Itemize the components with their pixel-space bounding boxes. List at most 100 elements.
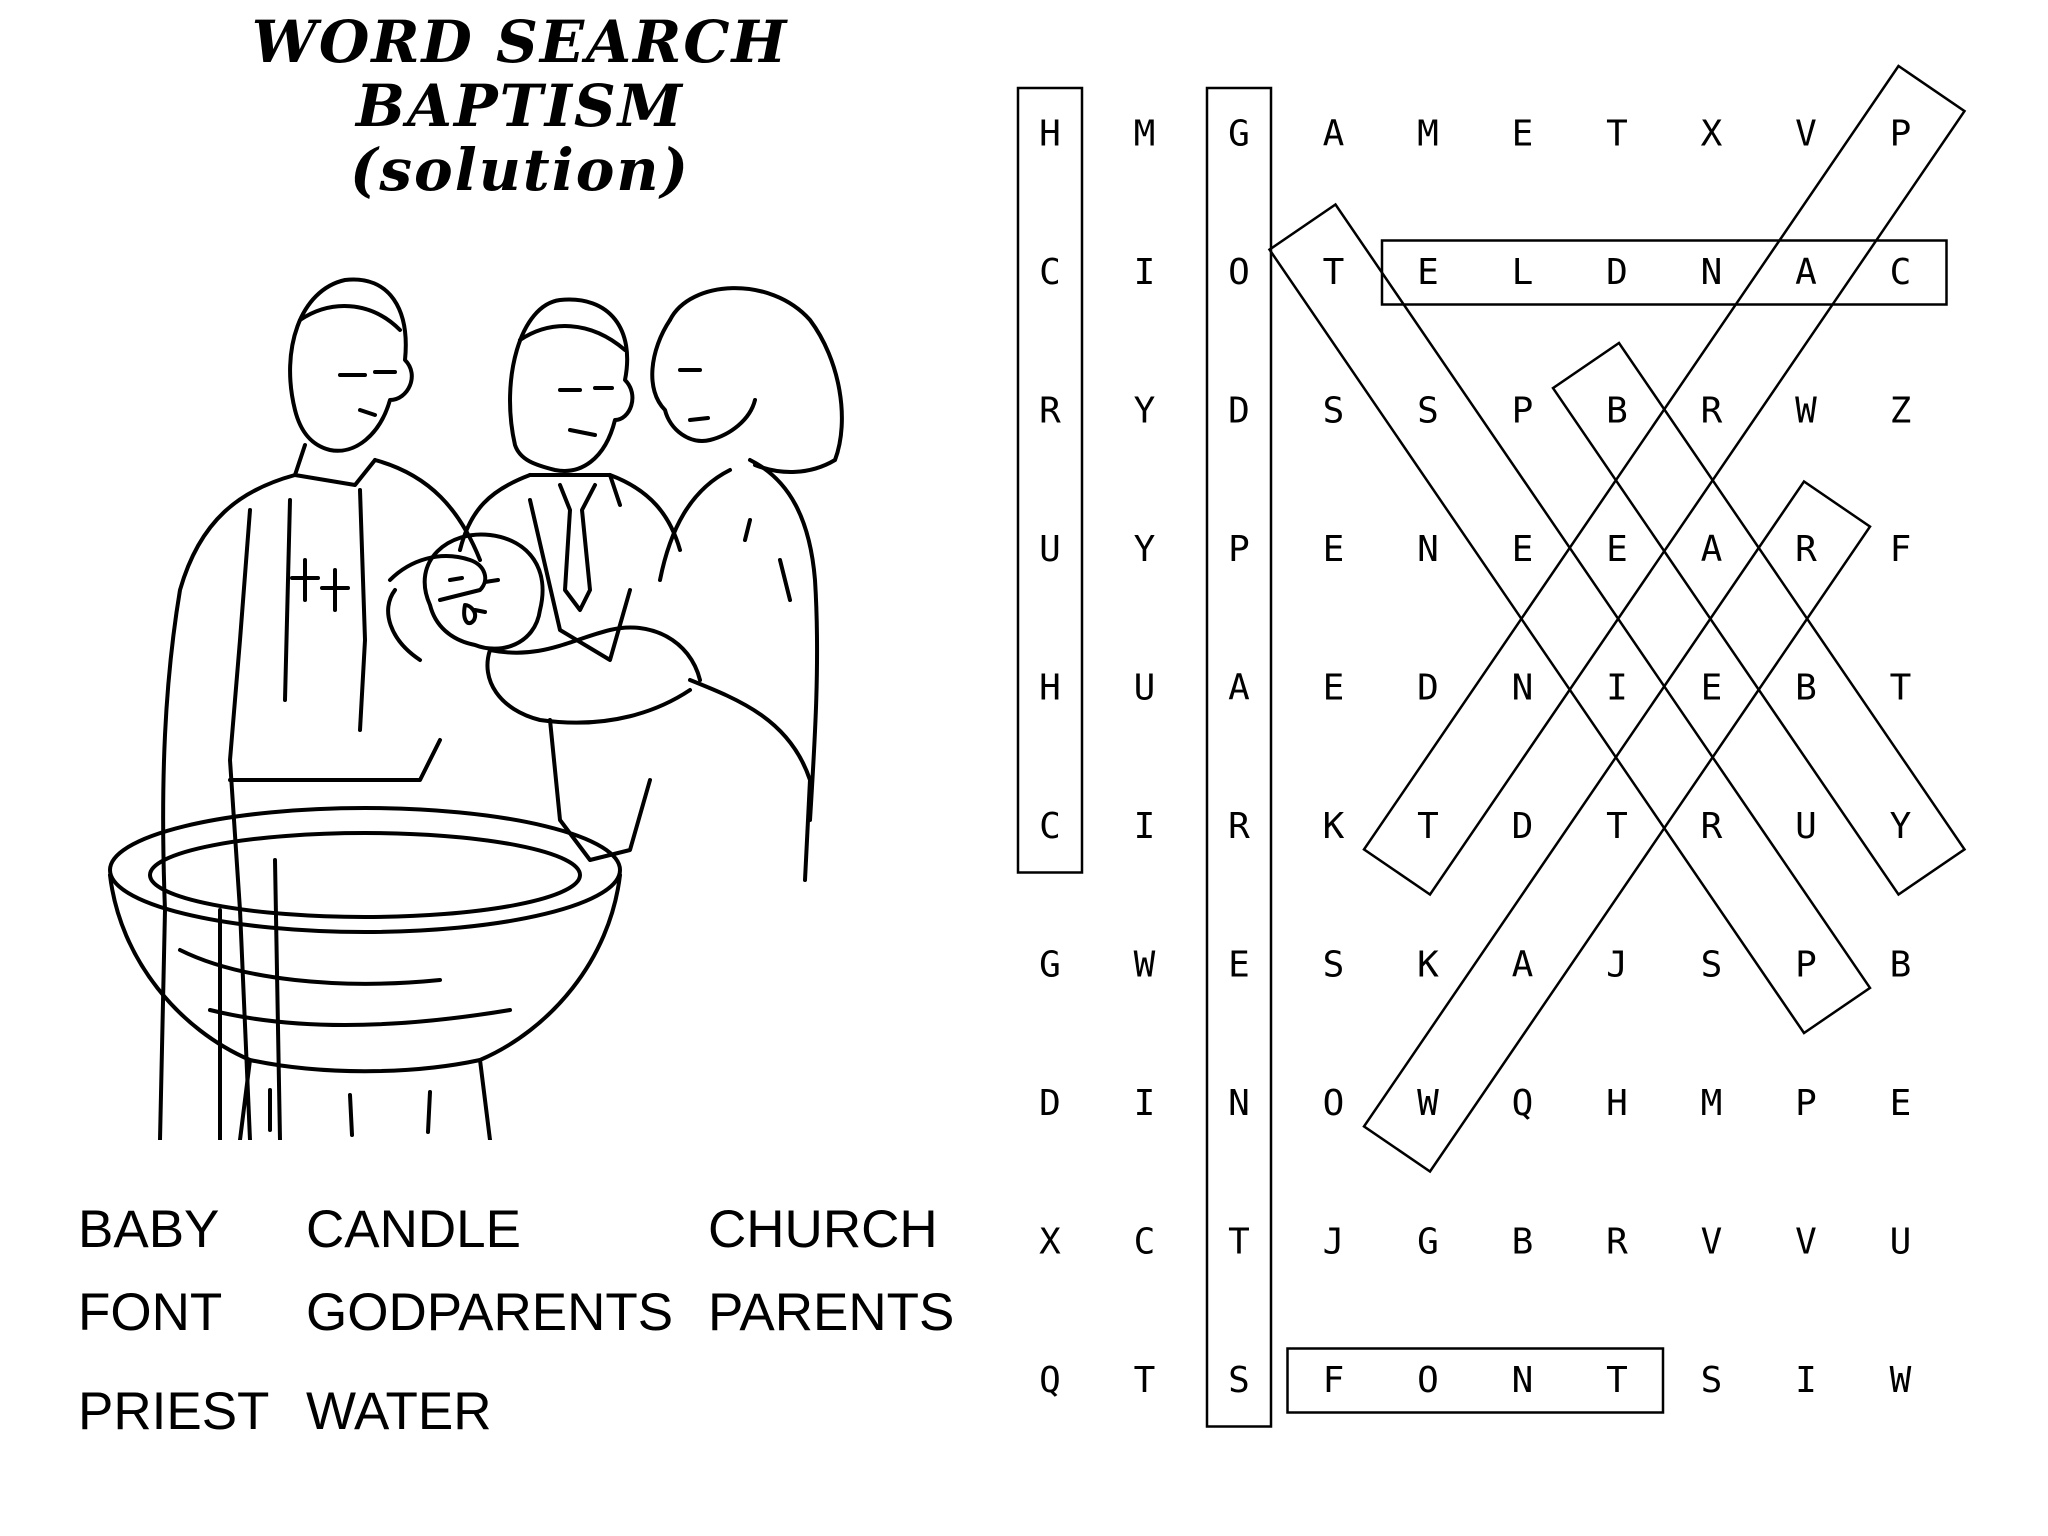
grid-letter: A — [1228, 668, 1250, 709]
grid-letter: K — [1323, 806, 1345, 847]
grid-letter: S — [1417, 391, 1439, 432]
grid-letter: X — [1701, 114, 1723, 155]
grid-letter: R — [1039, 391, 1061, 432]
grid-letter: A — [1795, 252, 1817, 293]
grid-letter: J — [1323, 1222, 1345, 1263]
grid-letter: U — [1039, 529, 1061, 570]
word-list-item: WATER — [306, 1382, 492, 1441]
grid-letter: U — [1134, 668, 1156, 709]
grid-letter: D — [1039, 1083, 1061, 1124]
title-line-1: WORD SEARCH — [251, 8, 789, 76]
grid-letter: I — [1134, 806, 1156, 847]
priest-figure — [158, 277, 482, 1140]
grid-letter: C — [1039, 252, 1061, 293]
grid-letter: Y — [1134, 391, 1156, 432]
grid-letter: A — [1512, 945, 1534, 986]
grid-letter: T — [1134, 1360, 1156, 1401]
word-list-item: CANDLE — [306, 1200, 522, 1259]
solution-outline-church — [1016, 86, 1084, 874]
grid-letter: M — [1134, 114, 1156, 155]
grid-letter: T — [1606, 1360, 1628, 1401]
grid-letter: A — [1323, 114, 1345, 155]
grid-letter: K — [1417, 945, 1439, 986]
word-list-item: PARENTS — [708, 1283, 955, 1342]
grid-letter: Y — [1134, 529, 1156, 570]
grid-letter: A — [1701, 529, 1723, 570]
grid-letter: J — [1606, 945, 1628, 986]
grid-letter: R — [1701, 806, 1723, 847]
grid-letter: T — [1228, 1222, 1250, 1263]
grid-letter: T — [1417, 806, 1439, 847]
grid-letter: N — [1701, 252, 1723, 293]
grid-letter: F — [1323, 1360, 1345, 1401]
godfather-figure — [458, 297, 682, 662]
grid-letter: S — [1323, 945, 1345, 986]
grid-letter: B — [1890, 945, 1912, 986]
grid-letter: N — [1512, 668, 1534, 709]
grid-letter: R — [1795, 529, 1817, 570]
grid-letter: B — [1606, 391, 1628, 432]
grid-letter: V — [1795, 114, 1817, 155]
water-drop — [462, 603, 477, 626]
title-line-3: (solution) — [349, 136, 691, 204]
grid-letter: N — [1417, 529, 1439, 570]
grid-letter: X — [1039, 1222, 1061, 1263]
solution-outline-baby — [1551, 341, 1967, 897]
grid-letter: Y — [1890, 806, 1912, 847]
grid-letter: B — [1512, 1222, 1534, 1263]
grid-letter: E — [1323, 529, 1345, 570]
grid-letter: H — [1039, 114, 1061, 155]
grid-letter: L — [1512, 252, 1534, 293]
grid-letter: R — [1606, 1222, 1628, 1263]
grid-letter: S — [1323, 391, 1345, 432]
grid-letter: P — [1512, 391, 1534, 432]
grid-letter: C — [1134, 1222, 1156, 1263]
word-list-item: BABY — [78, 1200, 220, 1259]
grid-letter: W — [1890, 1360, 1912, 1401]
solution-outline-parents — [1267, 202, 1872, 1035]
baptism-illustration — [108, 277, 844, 1140]
grid-letter: D — [1228, 391, 1250, 432]
grid-letter: P — [1890, 114, 1912, 155]
grid-letter: T — [1606, 806, 1628, 847]
grid-letter: Z — [1890, 391, 1912, 432]
grid-letter: P — [1228, 529, 1250, 570]
grid-letter: N — [1228, 1083, 1250, 1124]
grid-letter: C — [1890, 252, 1912, 293]
title-line-2: BAPTISM — [355, 72, 684, 140]
mother-figure — [650, 286, 844, 882]
grid-letter: I — [1134, 1083, 1156, 1124]
solution-outline-water — [1362, 479, 1872, 1174]
grid-letter: W — [1417, 1083, 1439, 1124]
grid-letter: P — [1795, 1083, 1817, 1124]
grid-letter: E — [1512, 114, 1534, 155]
baptismal-font — [108, 806, 622, 1140]
grid-letter: E — [1606, 529, 1628, 570]
grid-letter: S — [1701, 945, 1723, 986]
grid-letter: M — [1701, 1083, 1723, 1124]
grid-letter: B — [1795, 668, 1817, 709]
solution-outline-candle — [1380, 239, 1948, 306]
word-list-item: PRIEST — [78, 1382, 270, 1441]
grid-letter: E — [1323, 668, 1345, 709]
grid-letter: E — [1512, 529, 1534, 570]
grid-letter: Q — [1039, 1360, 1061, 1401]
grid-letter: D — [1417, 668, 1439, 709]
grid-letter: G — [1228, 114, 1250, 155]
word-list-item: CHURCH — [708, 1200, 938, 1259]
solution-outline-godparents — [1205, 86, 1273, 1428]
grid-letter: G — [1039, 945, 1061, 986]
grid-letter: M — [1417, 114, 1439, 155]
grid-letter: D — [1606, 252, 1628, 293]
grid-letter: I — [1795, 1360, 1817, 1401]
grid-letter: G — [1417, 1222, 1439, 1263]
grid-letter: I — [1606, 668, 1628, 709]
grid-letter: N — [1512, 1360, 1534, 1401]
grid-letter: H — [1606, 1083, 1628, 1124]
grid-letter: O — [1228, 252, 1250, 293]
grid-letter: W — [1134, 945, 1156, 986]
solution-outline-font — [1286, 1347, 1665, 1414]
grid-letter: U — [1890, 1222, 1912, 1263]
grid-letter: E — [1228, 945, 1250, 986]
grid-letter: V — [1795, 1222, 1817, 1263]
